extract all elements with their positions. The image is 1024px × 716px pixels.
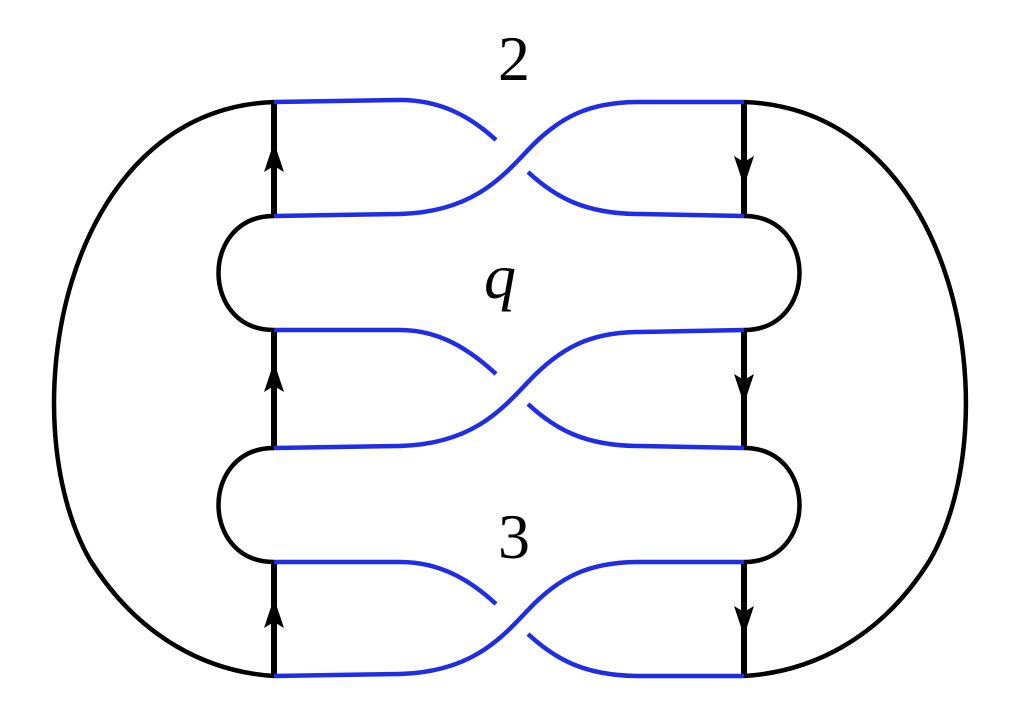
upper-crossing-under-strand-b (526, 170, 745, 219)
outer-left-arc (51, 99, 275, 679)
right-cap-lower (743, 445, 802, 565)
lower-crossing-under-strand-b (526, 632, 744, 679)
middle-crossing (273, 327, 745, 451)
middle-crossing-over-strand (273, 327, 745, 451)
arrow-up-icon (264, 142, 284, 172)
lower-crossing-under-strand-a (274, 559, 498, 606)
upper-crossing (273, 97, 745, 219)
arrow-down-icon (734, 374, 754, 404)
label-middle: q (484, 241, 516, 312)
upper-crossing-over-strand (273, 99, 744, 219)
right-cap-upper (743, 213, 802, 333)
lower-crossing (273, 559, 744, 679)
middle-crossing-under-strand-b (526, 402, 745, 451)
upper-crossing-under-strand-a (273, 97, 498, 142)
arrow-up-icon (264, 362, 284, 392)
arrow-down-icon (734, 156, 754, 186)
left-cap-lower (216, 445, 275, 565)
arrow-down-icon (734, 606, 754, 636)
label-top: 2 (498, 23, 530, 94)
middle-crossing-under-strand-a (274, 327, 498, 376)
arrow-up-icon (264, 598, 284, 628)
outer-right-arc (743, 99, 969, 679)
left-cap-upper (216, 213, 275, 333)
lower-crossing-over-strand (273, 559, 744, 679)
label-bottom: 3 (498, 501, 530, 572)
